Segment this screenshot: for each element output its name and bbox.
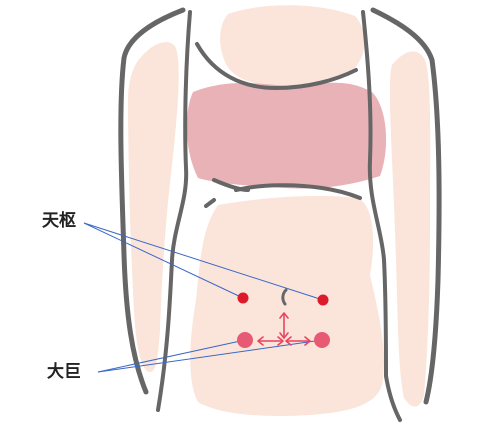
right-arm-fill [390, 51, 431, 407]
neck-line [195, 42, 358, 90]
left-arrow-head-left [257, 336, 264, 346]
vertical-arrow-head-up [279, 312, 289, 319]
tensu-point-right [317, 294, 329, 306]
daiko-point-right [314, 332, 330, 348]
lower-rib-line [234, 183, 362, 200]
left-arrow-head-right [277, 336, 284, 346]
leader-line-daiko-right [97, 339, 323, 373]
head-neck-fill [220, 5, 365, 87]
leader-lines [83, 222, 324, 373]
label-tensu: 天枢 [42, 211, 76, 231]
right-arrow-head-left [285, 336, 292, 346]
daiko-point-left [237, 332, 253, 348]
left-inner-contour [156, 10, 192, 412]
leader-line-tensu-right [83, 222, 324, 301]
leader-line-daiko-left [97, 339, 246, 373]
left-arm-fill [128, 42, 179, 372]
ribcage [186, 82, 387, 189]
vertical-arrow-head-down [279, 332, 289, 339]
leader-line-tensu-left [83, 222, 244, 299]
label-daiko: 大巨 [47, 362, 81, 382]
right-arrow-head-right [304, 336, 311, 346]
right-outer-contour [370, 7, 442, 405]
left-outer-contour [118, 7, 186, 395]
right-inner-contour [361, 10, 402, 422]
distance-arrow-icon [257, 312, 311, 346]
body-outline [118, 7, 442, 422]
abdomen-fill [190, 196, 384, 416]
lower-rib-left-tick [204, 198, 216, 208]
navel-mark-icon [281, 288, 288, 306]
tensu-point-left [237, 292, 249, 304]
